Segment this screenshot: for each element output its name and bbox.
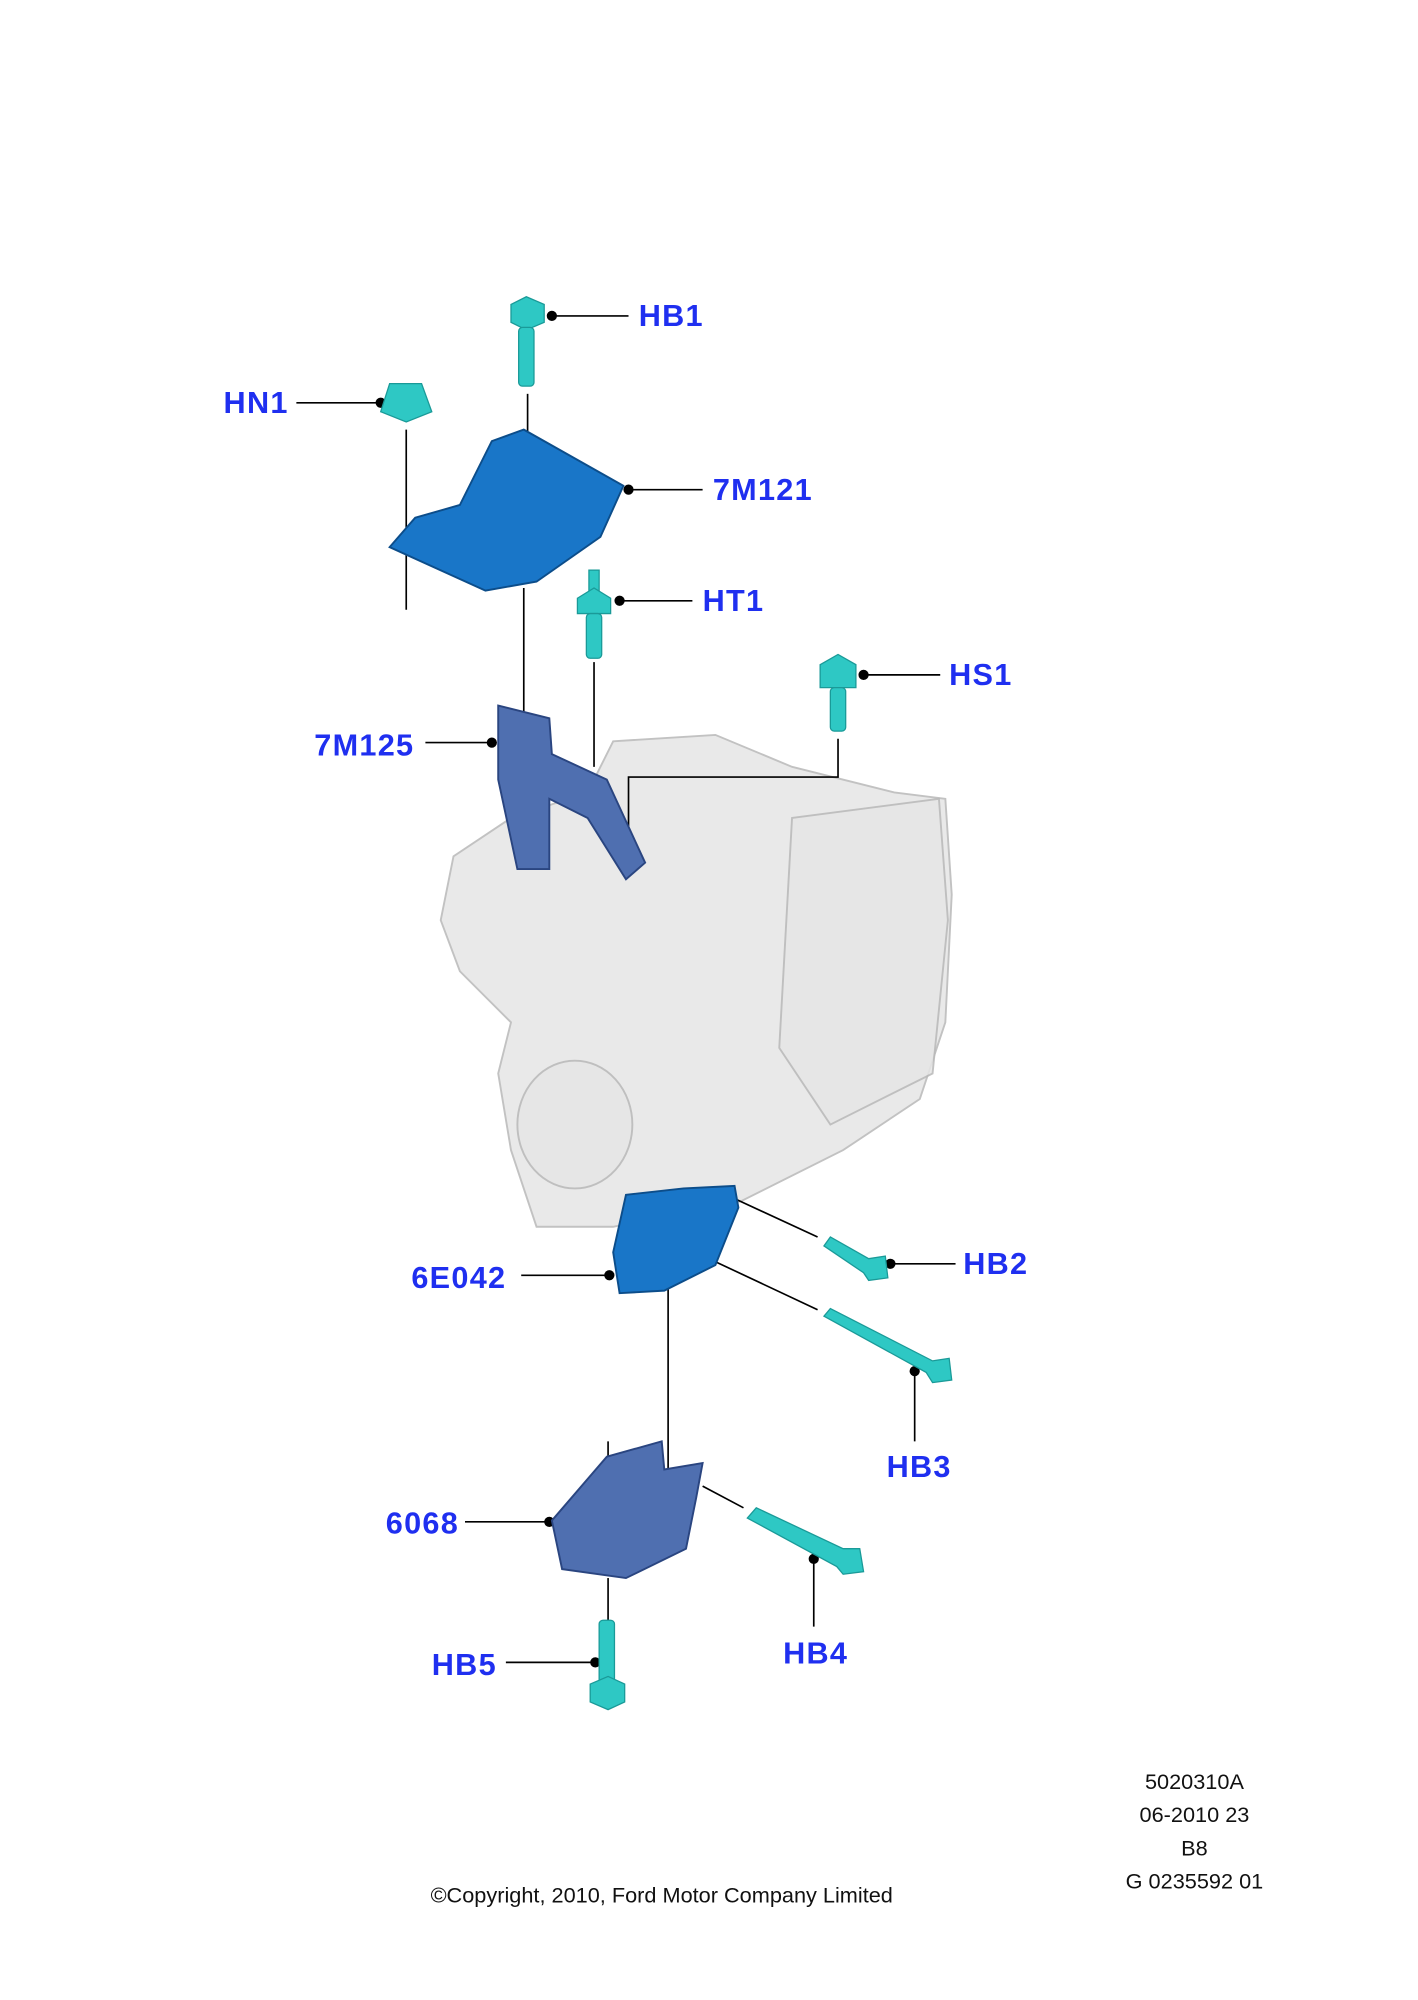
bolt-hb3	[822, 1307, 953, 1384]
bolt-hs1	[819, 653, 857, 732]
bolt-hb5	[589, 1619, 626, 1711]
label-hb4: HB4	[783, 1637, 848, 1671]
label-6068: 6068	[386, 1506, 459, 1540]
label-hb3: HB3	[887, 1450, 952, 1484]
leader-lines	[296, 310, 956, 1668]
mount-6068	[550, 1440, 704, 1580]
label-7m125: 7M125	[314, 728, 414, 762]
nut-hn1	[379, 382, 433, 423]
bolt-hb1	[510, 296, 545, 387]
ref-line-3: B8	[1181, 1835, 1208, 1860]
label-hn1: HN1	[224, 386, 289, 420]
label-ht1: HT1	[703, 584, 765, 618]
ref-line-4: G 0235592 01	[1126, 1868, 1264, 1893]
transmission-housing	[439, 733, 953, 1228]
bracket-7m125	[497, 704, 647, 881]
label-hb2: HB2	[963, 1247, 1028, 1281]
ref-line-2: 06-2010 23	[1140, 1802, 1250, 1827]
label-7m121: 7M121	[713, 473, 813, 507]
label-hs1: HS1	[949, 658, 1012, 692]
label-hb1: HB1	[639, 299, 704, 333]
bolt-hb2	[823, 1236, 889, 1282]
label-hb5: HB5	[432, 1648, 497, 1682]
bolt-hb4	[746, 1507, 865, 1575]
label-6e042: 6E042	[411, 1261, 506, 1295]
bracket-7m121	[388, 428, 625, 592]
copyright-text: ©Copyright, 2010, Ford Motor Company Lim…	[431, 1883, 893, 1908]
stud-ht1	[576, 569, 612, 659]
ref-line-1: 5020310A	[1145, 1769, 1244, 1794]
bracket-6e042	[612, 1184, 740, 1295]
